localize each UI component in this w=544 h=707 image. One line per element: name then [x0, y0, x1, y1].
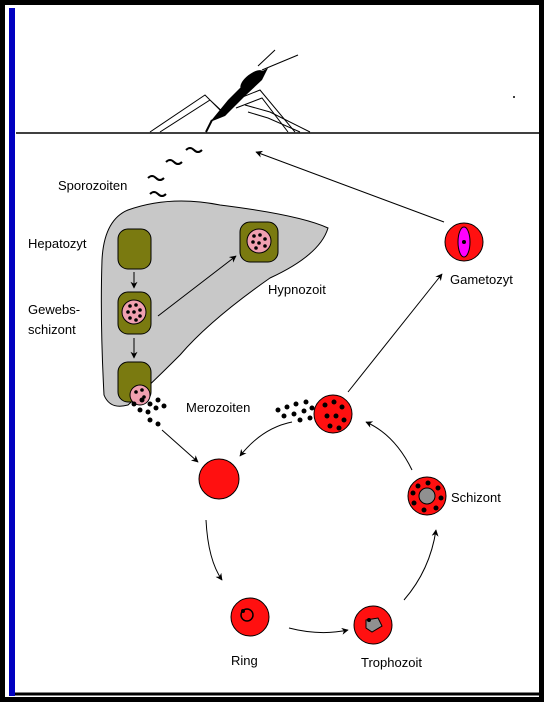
mosquito-icon: [150, 50, 310, 132]
blue-left-bar: [9, 8, 15, 696]
label-gewebs: Gewebs-: [28, 302, 80, 317]
speck: [513, 96, 515, 98]
arrow-icon: [240, 422, 292, 456]
trophozoite-cell: [354, 606, 392, 644]
label-trophozoit: Trophozoit: [361, 655, 422, 670]
black-border: [3, 3, 541, 699]
arrow-icon: [289, 628, 348, 633]
label-gametozyt: Gametozyt: [450, 272, 513, 287]
label-ring: Ring: [231, 653, 258, 668]
merozoite-cluster: [276, 400, 315, 423]
arrow-icon: [206, 520, 222, 580]
arrow-icon: [256, 152, 444, 222]
arrow-icon: [162, 430, 198, 462]
schizont-cell: [408, 477, 446, 515]
hypnozoite-cell: [240, 222, 278, 262]
rupturing-hepatocyte: [118, 362, 151, 405]
rupturing-schizont-cell: [314, 395, 352, 433]
label-hypnozoit: Hypnozoit: [268, 282, 326, 297]
arrow-icon: [366, 422, 412, 470]
label-schizont: Schizont: [451, 490, 501, 505]
ring-stage-cell: [231, 598, 269, 636]
label-merozoiten: Merozoiten: [186, 400, 250, 415]
red-blood-cell-icon: [199, 459, 239, 499]
gametocyte-cell: [445, 223, 483, 261]
label-sporozoiten: Sporozoiten: [58, 178, 127, 193]
label-schizont-tissue: schizont: [28, 322, 76, 337]
arrow-icon: [404, 530, 436, 600]
tissue-schizont-cell: [118, 292, 151, 334]
arrow-icon: [348, 274, 442, 392]
label-hepatozyt: Hepatozyt: [28, 236, 87, 251]
hepatocyte-icon: [118, 229, 151, 269]
